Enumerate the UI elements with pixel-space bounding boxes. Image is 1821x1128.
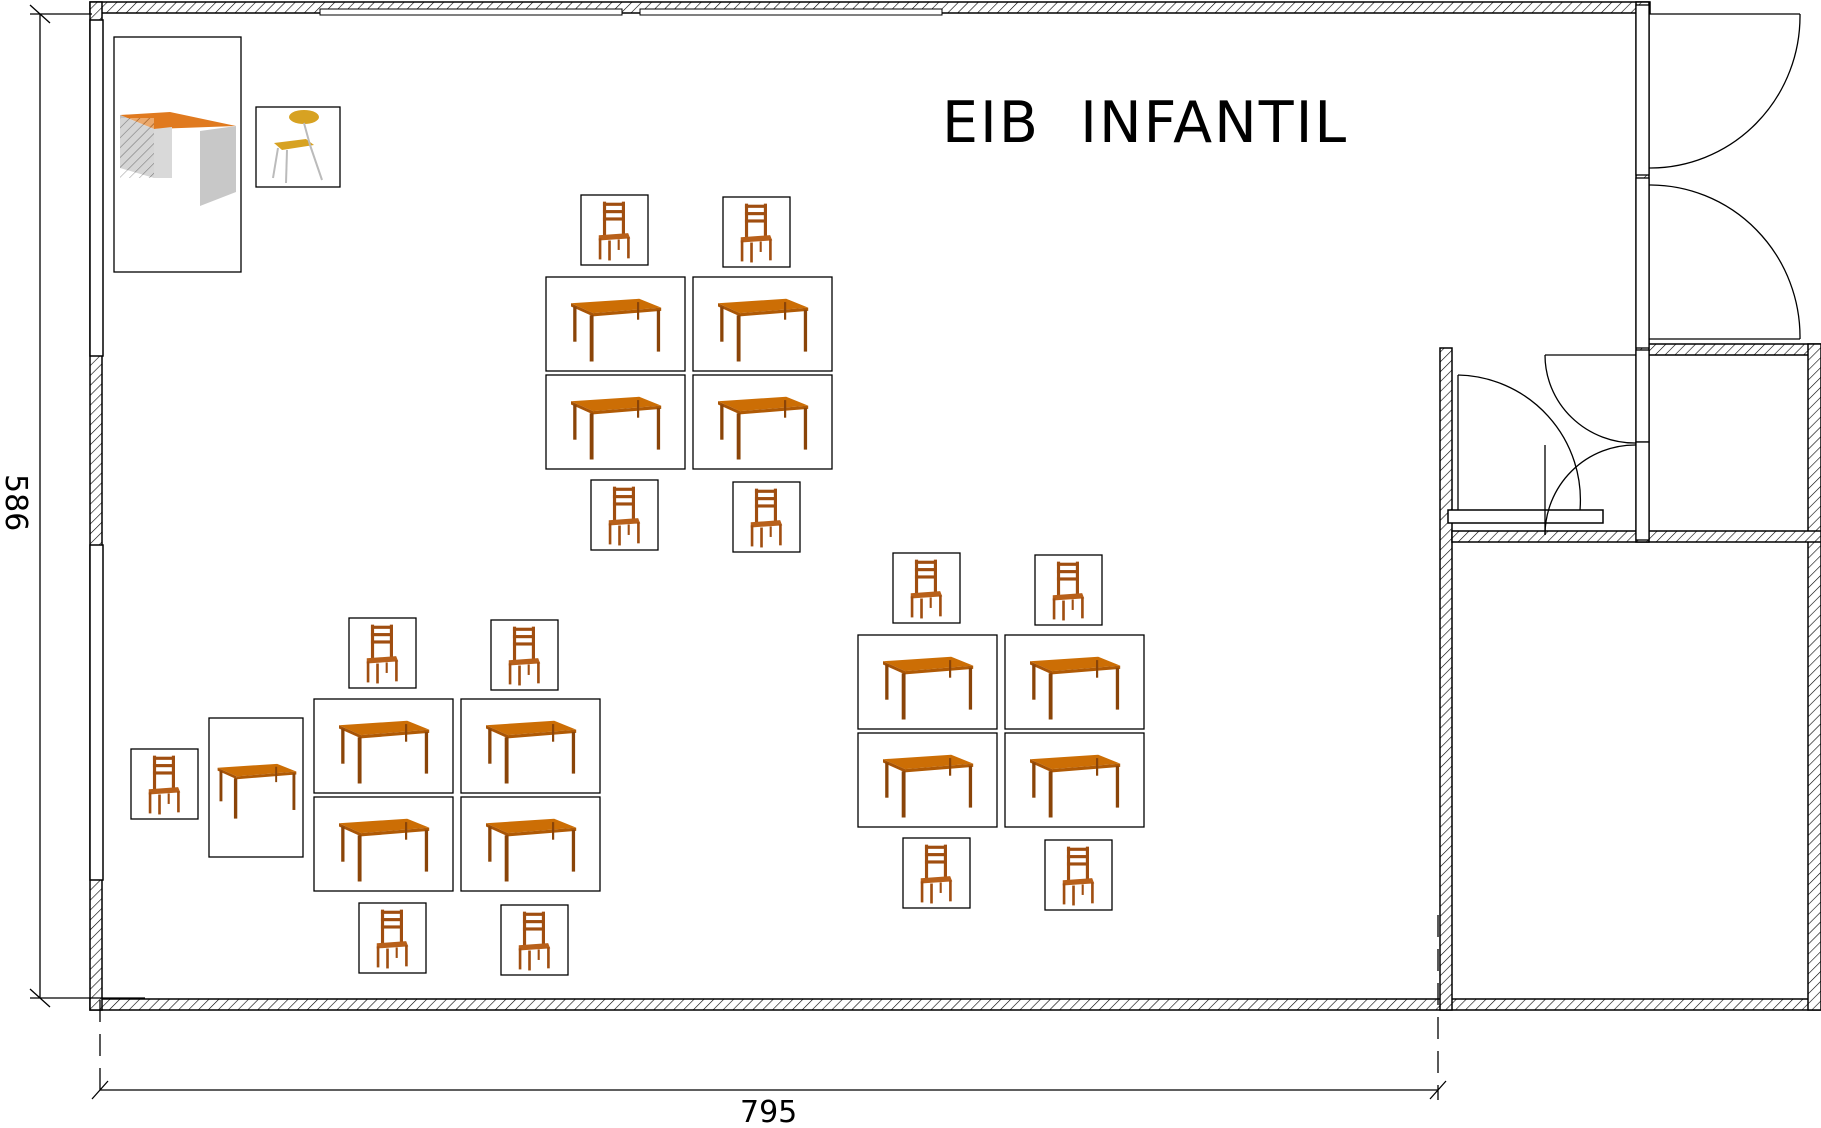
table-icon <box>857 634 998 730</box>
desk-icon <box>120 112 236 206</box>
table-icon <box>545 374 686 470</box>
dimension-lines <box>29 4 1447 1100</box>
chair-icon <box>732 481 801 553</box>
table-group-a <box>545 194 833 553</box>
table-icon <box>313 698 454 794</box>
chair-icon <box>348 617 417 689</box>
table-icon <box>1004 732 1145 828</box>
chair-icon <box>722 196 791 268</box>
chair-icon <box>500 904 569 976</box>
chair-icon <box>358 902 427 974</box>
table-icon <box>857 732 998 828</box>
table-icon <box>460 796 601 892</box>
table-icon <box>692 276 833 372</box>
table-group-b <box>130 617 601 976</box>
chair-icon <box>892 552 961 624</box>
chair-icon <box>902 837 971 909</box>
table-group-c <box>857 552 1145 911</box>
table-icon <box>208 717 304 858</box>
table-icon <box>692 374 833 470</box>
table-icon <box>1004 634 1145 730</box>
chair-icon <box>580 194 649 266</box>
door-icon <box>1457 4 1801 541</box>
height-dimension-label: 586 <box>0 474 33 531</box>
room-title: EIB INFANTIL <box>942 90 1348 156</box>
table-icon <box>313 796 454 892</box>
window-icon <box>89 8 1604 881</box>
chair-icon <box>130 748 199 820</box>
chair-icon <box>590 479 659 551</box>
teacher-chair <box>255 106 341 188</box>
chair-icon <box>1044 839 1113 911</box>
width-dimension-label: 795 <box>740 1095 797 1128</box>
chair-icon <box>1034 554 1103 626</box>
chair-icon <box>490 619 559 691</box>
teacher-desk <box>113 36 242 273</box>
table-icon <box>545 276 686 372</box>
table-icon <box>460 698 601 794</box>
